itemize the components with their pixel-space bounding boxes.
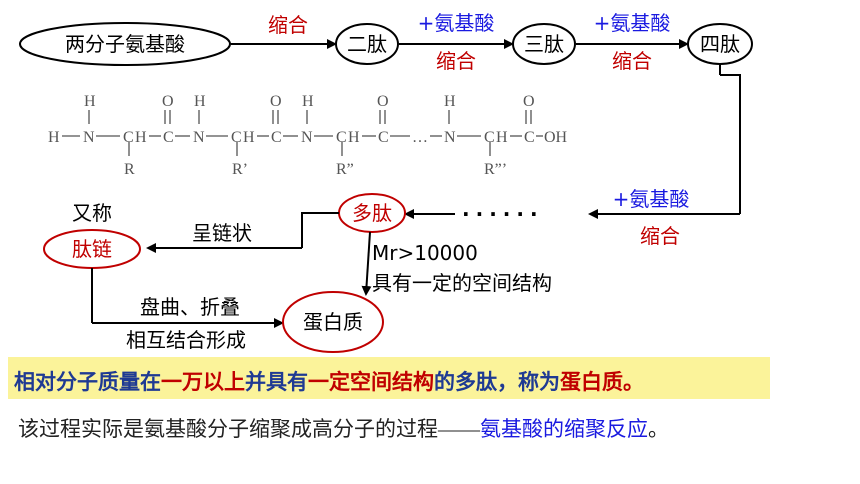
condense-label-1: 缩合: [268, 13, 308, 37]
formula-atom: …: [412, 129, 428, 146]
formula-top-atom: O: [377, 93, 389, 110]
summary-highlight: 蛋白质。: [560, 370, 644, 394]
formula-atom: C: [336, 129, 347, 146]
formula-r-group: R”: [336, 161, 354, 178]
summary-highlight: 一定空间结构: [308, 370, 434, 394]
polypeptide-label: 多肽: [352, 201, 392, 225]
peptide-chain-label: 肽链: [72, 237, 112, 261]
formula-atom: H: [48, 129, 60, 146]
formula-top-atom: O: [523, 93, 535, 110]
formula-atom: C: [163, 129, 174, 146]
coil-fold-label: 盘曲、折叠: [140, 295, 240, 319]
formula-atom: C: [484, 129, 495, 146]
formula-r-group: R”’: [484, 161, 507, 178]
formula-atom: C: [378, 129, 389, 146]
summary-part: 并具有: [245, 370, 308, 394]
formula-top-atom: H: [194, 93, 206, 110]
tripeptide-node: [512, 23, 576, 65]
formula-atom: N: [193, 129, 205, 146]
chain-shape-label: 呈链状: [192, 221, 252, 245]
start-label: 两分子氨基酸: [65, 32, 185, 56]
combine-form-label: 相互结合形成: [126, 328, 246, 352]
condense-label-3: 缩合: [612, 49, 652, 73]
note-text: 该过程实际是氨基酸分子缩聚成高分子的过程——: [18, 417, 480, 441]
add-aa-label-2: +氨基酸: [594, 11, 671, 35]
formula-top-atom: H: [444, 93, 456, 110]
formula-atom: H: [348, 129, 360, 146]
condense-label-4: 缩合: [640, 224, 680, 248]
add-aa-label-3: +氨基酸: [613, 187, 690, 211]
add-aa-label-1: +氨基酸: [418, 11, 495, 35]
formula-top-atom: O: [162, 93, 174, 110]
summary-part: 在: [140, 370, 161, 394]
condense-label-2: 缩合: [436, 49, 476, 73]
protein-node: [282, 291, 384, 353]
formula-atom: N: [444, 129, 456, 146]
formula-top-atom: H: [302, 93, 314, 110]
dipeptide-label: 二肽: [347, 32, 387, 56]
connector-right-loop: [720, 74, 741, 214]
formula-atom: C: [123, 129, 134, 146]
formula-r-group: R: [124, 161, 135, 178]
mr-label: Mr>10000: [372, 241, 478, 265]
tripeptide-label: 三肽: [524, 32, 564, 56]
protein-label: 蛋白质: [303, 310, 363, 334]
formula-atom: H: [135, 129, 147, 146]
connector-polypeptide-left: [301, 212, 339, 248]
summary-highlight: 一万以上: [161, 370, 245, 394]
start-node: [19, 22, 231, 66]
formula-atom: N: [83, 129, 95, 146]
formula-atom: N: [301, 129, 313, 146]
formula-atom: C: [231, 129, 242, 146]
summary-part: 相对分子质量: [14, 370, 140, 394]
note-highlight: 氨基酸的缩聚反应: [480, 417, 648, 441]
peptide-structural-formula: H N C H C N C H C N C H C … N C H C OH H: [48, 93, 568, 178]
summary-sentence: 相对分子质量在一万以上并具有一定空间结构的多肽，称为蛋白质。: [14, 366, 644, 396]
also-called-label: 又称: [72, 201, 112, 225]
continuation-dots: ······: [462, 202, 544, 226]
dipeptide-node: [335, 23, 399, 65]
summary-highlight-box: [8, 357, 770, 399]
formula-top-atom: O: [270, 93, 282, 110]
formula-atom: C: [271, 129, 282, 146]
tetrapeptide-label: 四肽: [700, 32, 740, 56]
arrow-polypeptide-to-protein: [361, 231, 372, 296]
formula-top-atom: H: [84, 93, 96, 110]
formula-atom: H: [496, 129, 508, 146]
formula-atom: C: [524, 129, 535, 146]
process-note: 该过程实际是氨基酸分子缩聚成高分子的过程——氨基酸的缩聚反应。: [18, 413, 669, 443]
spatial-structure-label: 具有一定的空间结构: [372, 271, 552, 295]
formula-atom: H: [243, 129, 255, 146]
formula-atom: OH: [544, 129, 568, 146]
note-end: 。: [648, 417, 669, 441]
formula-r-group: R’: [232, 161, 248, 178]
summary-part: 的多肽，称为: [434, 370, 560, 394]
